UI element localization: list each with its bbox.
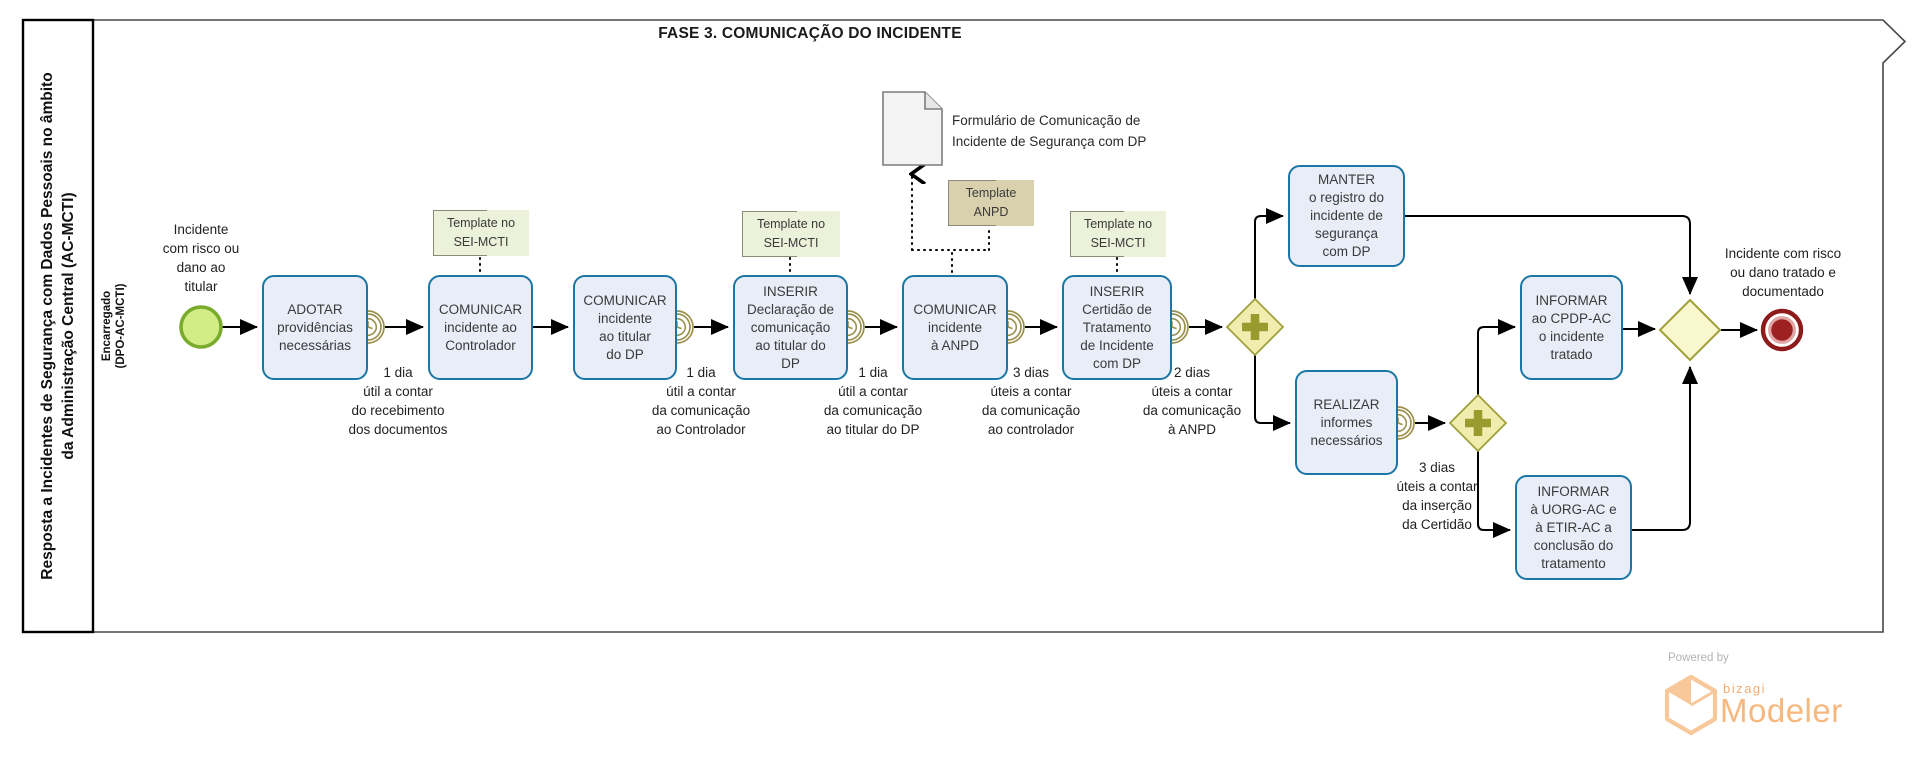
flow-gateway2-informar2 bbox=[1477, 451, 1511, 538]
task-informar-uorg-etir[interactable]: INFORMAR à UORG-AC e à ETIR-AC a conclus… bbox=[1515, 475, 1632, 580]
document-label: Formulário de Comunicação de Incidente d… bbox=[952, 113, 1147, 149]
start-event[interactable] bbox=[179, 305, 223, 349]
flow-gateway2-informar1 bbox=[1477, 319, 1516, 395]
pool-header[interactable] bbox=[21, 18, 95, 634]
task-inserir-declaracao[interactable]: INSERIR Declaração de comunicação ao tit… bbox=[733, 275, 848, 380]
powered-by-text: Powered by bbox=[1668, 652, 1729, 664]
diagram-title: FASE 3. COMUNICAÇÃO DO INCIDENTE bbox=[658, 25, 962, 42]
end-event[interactable] bbox=[1760, 308, 1804, 352]
flow-gateway1-manter bbox=[1254, 208, 1284, 299]
task-adotar-providencias[interactable]: ADOTAR providências necessárias bbox=[262, 275, 368, 380]
task-inserir-certidao[interactable]: INSERIR Certidão de Tratamento de Incide… bbox=[1062, 275, 1172, 380]
flow-informar2-gateway3 bbox=[1632, 366, 1698, 531]
annotation-template-anpd[interactable]: Template ANPD bbox=[948, 180, 1034, 226]
flow-manter-gateway3 bbox=[1405, 215, 1698, 295]
document-shape[interactable] bbox=[882, 91, 943, 166]
sequence-flows bbox=[222, 208, 1758, 538]
timer-label-6: 3 dias úteis a contar da inserção da Cer… bbox=[1396, 460, 1478, 532]
flow-gateway1-realizar bbox=[1254, 355, 1291, 431]
annotation-template-sei-3[interactable]: Template no SEI-MCTI bbox=[1070, 211, 1166, 257]
timer-label-3: 1 dia útil a contar da comunicação ao ti… bbox=[823, 365, 923, 437]
task-manter-registro[interactable]: MANTER o registro do incidente de segura… bbox=[1288, 165, 1405, 267]
associations bbox=[479, 174, 1118, 273]
annotation-template-sei-1[interactable]: Template no SEI-MCTI bbox=[433, 210, 529, 256]
modeler-brand-text: Modeler bbox=[1720, 692, 1843, 729]
task-comunicar-controlador[interactable]: COMUNICAR incidente ao Controlador bbox=[428, 275, 533, 380]
bizagi-logo-icon bbox=[1664, 674, 1718, 736]
parallel-gateway-1[interactable] bbox=[1225, 297, 1285, 357]
task-comunicar-anpd[interactable]: COMUNICAR incidente à ANPD bbox=[902, 275, 1008, 380]
task-realizar-informes[interactable]: REALIZAR informes necessários bbox=[1295, 370, 1398, 475]
timer-label-2: 1 dia útil a contar da comunicação ao Co… bbox=[651, 365, 751, 437]
pool-label: Resposta a Incidentes de Segurança com D… bbox=[39, 72, 77, 580]
timer-label-5: 2 dias úteis a contar da comunicação à A… bbox=[1142, 365, 1242, 437]
plus-icon bbox=[1465, 410, 1491, 436]
start-event-label: Incidente com risco ou dano ao titular bbox=[162, 222, 240, 294]
end-event-label: Incidente com risco ou dano tratado e do… bbox=[1724, 246, 1842, 299]
timer-label-1: 1 dia útil a contar do recebimento dos d… bbox=[348, 365, 448, 437]
plus-icon bbox=[1242, 314, 1268, 340]
task-informar-cpdp[interactable]: INFORMAR ao CPDP-AC o incidente tratado bbox=[1520, 275, 1623, 380]
merge-gateway[interactable] bbox=[1658, 298, 1722, 362]
timer-label-4: 3 dias úteis a contar da comunicação ao … bbox=[981, 365, 1081, 437]
parallel-gateway-2[interactable] bbox=[1448, 393, 1508, 453]
task-comunicar-titular[interactable]: COMUNICAR incidente ao titular do DP bbox=[573, 275, 677, 380]
bizagi-brand-text: bizagi bbox=[1723, 681, 1766, 696]
annotation-template-sei-2[interactable]: Template no SEI-MCTI bbox=[742, 211, 840, 257]
